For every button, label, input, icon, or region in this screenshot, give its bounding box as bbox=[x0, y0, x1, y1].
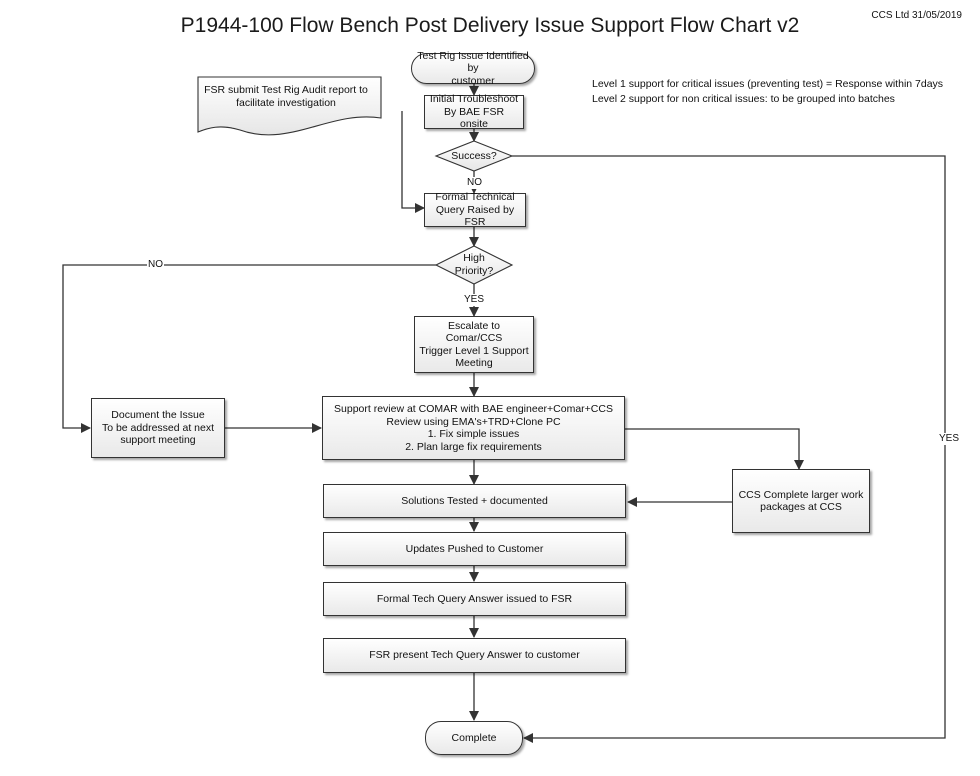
arrow-audit-query bbox=[401, 111, 425, 213]
audit-document: FSR submit Test Rig Audit report to faci… bbox=[204, 84, 368, 109]
arrow-success-complete bbox=[512, 155, 946, 743]
escalate-box: Escalate to Comar/CCS Trigger Level 1 Su… bbox=[414, 316, 534, 373]
document-issue-box: Document the Issue To be addressed at ne… bbox=[91, 398, 225, 458]
note-level-2: Level 2 support for non critical issues:… bbox=[592, 93, 895, 105]
priority-yes-label: YES bbox=[463, 294, 486, 306]
troubleshoot-box: Initial Troubleshoot By BAE FSR onsite bbox=[424, 93, 524, 130]
solutions-tested-box: Solutions Tested + documented bbox=[323, 484, 626, 518]
page-title: P1944-100 Flow Bench Post Delivery Issue… bbox=[180, 14, 800, 37]
priority-diamond bbox=[434, 245, 514, 285]
tech-answer-box: Formal Tech Query Answer issued to FSR bbox=[323, 582, 626, 616]
success-yes-label: YES bbox=[938, 433, 961, 445]
updates-pushed-box: Updates Pushed to Customer bbox=[323, 532, 626, 566]
start-terminator: Test Rig Issue Identified by customer bbox=[411, 50, 535, 87]
support-notes: Level 1 support for critical issues (pre… bbox=[592, 77, 943, 107]
priority-no-label: NO bbox=[147, 259, 164, 271]
fsr-present-box: FSR present Tech Query Answer to custome… bbox=[323, 638, 626, 673]
note-level-1: Level 1 support for critical issues (pre… bbox=[592, 78, 944, 90]
arrow-review-ccs bbox=[625, 428, 804, 470]
success-diamond bbox=[434, 140, 514, 172]
support-review-box: Support review at COMAR with BAE enginee… bbox=[322, 396, 625, 460]
ccs-work-box: CCS Complete larger work packages at CCS bbox=[732, 469, 870, 533]
query-box: Formal Technical Query Raised by FSR bbox=[424, 191, 526, 228]
success-no-label: NO bbox=[466, 177, 483, 189]
company-date: CCS Ltd 31/05/2019 bbox=[871, 10, 962, 21]
arrow-priority-document bbox=[62, 264, 436, 433]
complete-terminator: Complete bbox=[425, 721, 523, 755]
